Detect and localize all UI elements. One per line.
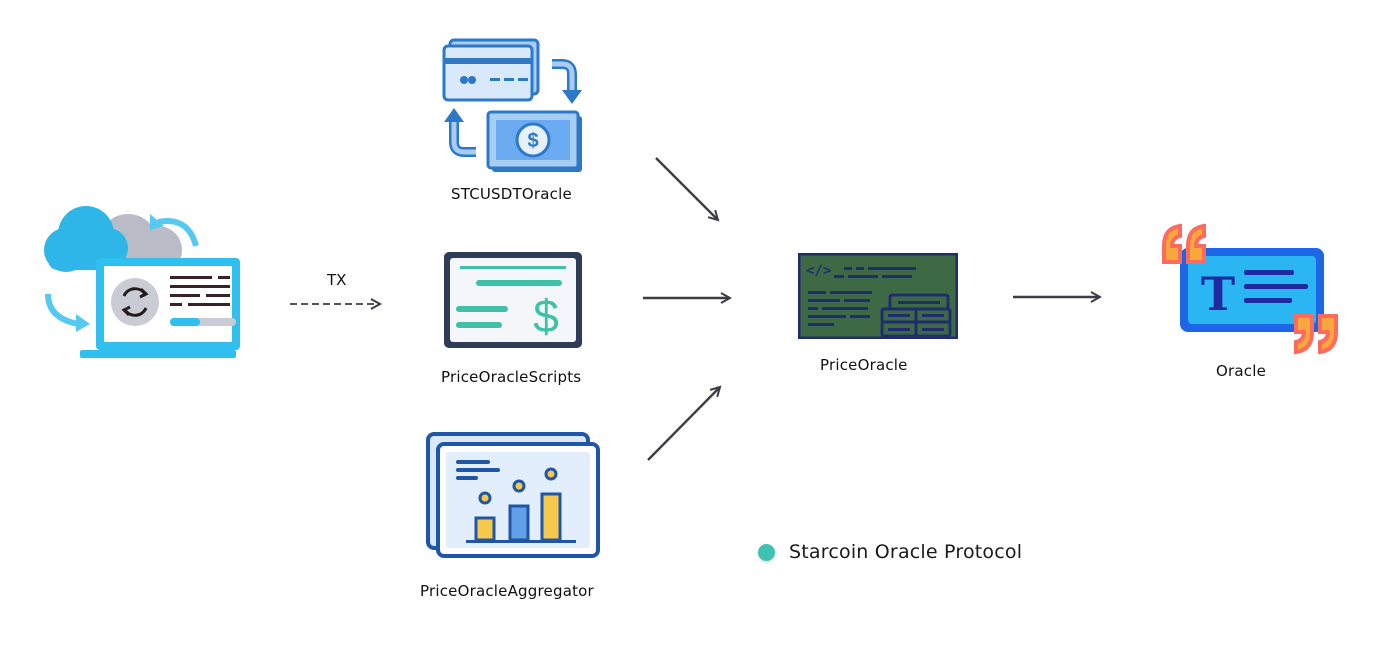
- svg-text:T: T: [1201, 267, 1235, 321]
- card-money-exchange-icon: $: [440, 34, 586, 176]
- node-label-price-oracle: PriceOracle: [820, 356, 908, 374]
- cloud-laptop-sync-icon: [38, 198, 243, 363]
- tx-label: TX: [327, 271, 347, 289]
- node-label-oracle: Oracle: [1216, 362, 1267, 380]
- quote-text-icon: T: [1158, 220, 1342, 358]
- price-document-icon: $: [442, 250, 584, 350]
- svg-text:</>: </>: [806, 263, 831, 279]
- node-label-stcusdt-oracle: STCUSDTOracle: [451, 185, 572, 203]
- code-editor-icon: </>: [798, 253, 958, 339]
- svg-text:$: $: [527, 130, 538, 152]
- arrow-stcusdt-to-priceoracle: [655, 157, 718, 220]
- svg-text:$: $: [533, 290, 559, 342]
- legend-dot: [758, 543, 775, 561]
- node-label-price-oracle-aggregator: PriceOracleAggregator: [420, 582, 594, 600]
- bar-chart-dashboard-icon: [424, 430, 604, 558]
- arrow-aggregator-to-priceoracle: [647, 387, 720, 461]
- legend-label: Starcoin Oracle Protocol: [789, 541, 1023, 563]
- node-label-price-oracle-scripts: PriceOracleScripts: [441, 368, 582, 386]
- legend: Starcoin Oracle Protocol: [758, 541, 1022, 563]
